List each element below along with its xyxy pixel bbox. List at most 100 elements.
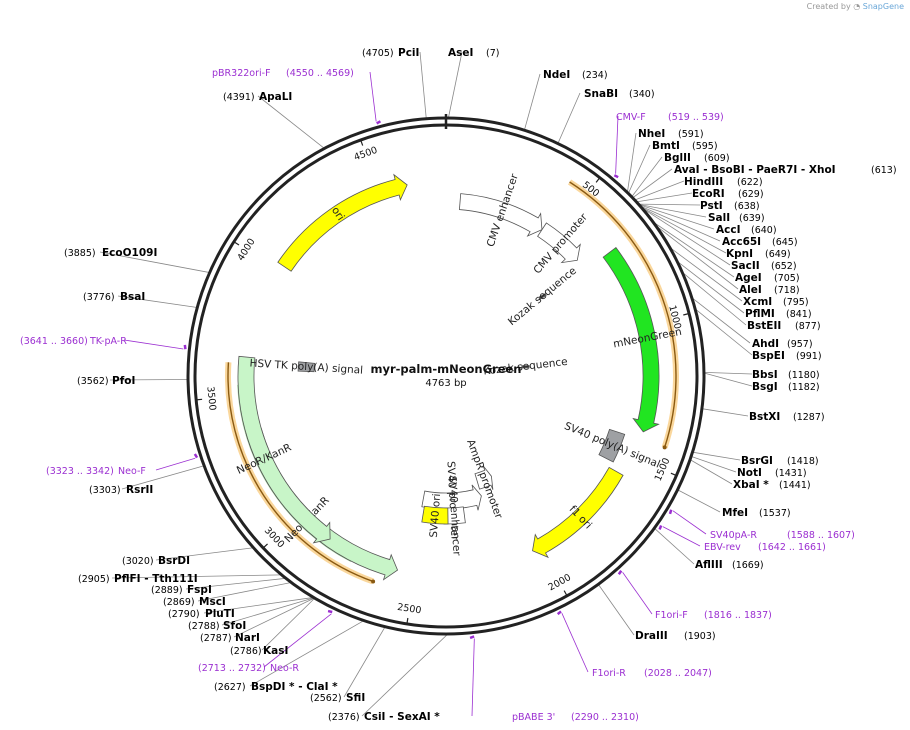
restriction-site[interactable]: BsgI(1182): [752, 381, 820, 393]
primer[interactable]: CMV-F(519 .. 539): [613, 112, 724, 179]
feature-enhancer[interactable]: SV40 enhancer: [443, 475, 466, 557]
site-name: FspI: [187, 584, 212, 596]
restriction-site[interactable]: NdeI(234): [543, 69, 608, 81]
feature-misc[interactable]: Kozak sequence: [506, 265, 579, 328]
feature-label: AmpR promoter: [464, 438, 505, 521]
restriction-site[interactable]: SfiI(2562): [310, 692, 365, 704]
primer[interactable]: EBV-rev(1642 .. 1661): [658, 525, 826, 553]
restriction-site[interactable]: BspDI * - ClaI *(2627): [214, 681, 338, 693]
site-position: (957): [787, 339, 813, 350]
restriction-site[interactable]: AseI(7): [448, 47, 499, 59]
feature-label: SV40 ori: [428, 493, 443, 538]
restriction-site[interactable]: BglII(609): [664, 152, 730, 164]
orf-arc-head: [662, 445, 667, 450]
restriction-site[interactable]: MscI(2869): [163, 596, 226, 608]
restriction-site[interactable]: MfeI(1537): [722, 507, 791, 519]
restriction-site[interactable]: AgeI(705): [735, 272, 800, 284]
restriction-site[interactable]: BsaI(3776): [83, 291, 145, 303]
restriction-site[interactable]: BsrGI(1418): [741, 455, 819, 467]
site-leader: [691, 456, 737, 473]
restriction-site[interactable]: BbsI(1180): [752, 369, 820, 381]
primer-name: F1ori-R: [592, 668, 626, 679]
primer[interactable]: pBABE 3'(2290 .. 2310): [469, 635, 639, 723]
primer[interactable]: F1ori-F(1816 .. 1837): [617, 570, 772, 621]
restriction-site[interactable]: HindIII(622): [684, 176, 763, 188]
site-leader-lines: [99, 51, 753, 717]
restriction-site[interactable]: CsiI - SexAI *(2376): [328, 711, 440, 723]
restriction-site[interactable]: PflMI(841): [745, 308, 812, 320]
restriction-site[interactable]: NotI(1431): [737, 467, 807, 479]
primer-range: (2028 .. 2047): [644, 668, 712, 679]
restriction-site[interactable]: BspEI(991): [752, 350, 822, 362]
restriction-site[interactable]: SalI(639): [708, 212, 765, 224]
primer-leader: [471, 638, 475, 717]
site-leader: [626, 132, 637, 193]
site-name: KasI: [263, 645, 288, 657]
feature-promoter[interactable]: AmpR promoter: [464, 438, 505, 521]
restriction-site[interactable]: AhdI(957): [752, 338, 813, 350]
site-leader: [597, 584, 635, 636]
primer[interactable]: TK-pA-R(3641 .. 3660): [20, 336, 187, 350]
site-leader: [109, 379, 189, 381]
site-name: SnaBI: [584, 88, 618, 100]
primer[interactable]: pBR322ori-F(4550 .. 4569): [212, 68, 382, 125]
credit-prefix: Created by: [806, 2, 851, 11]
restriction-site[interactable]: PciI(4705): [362, 47, 419, 59]
feature-ori[interactable]: ori: [277, 173, 408, 272]
restriction-site[interactable]: XcmI(795): [743, 296, 809, 308]
restriction-site[interactable]: FspI(2889): [151, 584, 212, 596]
restriction-site[interactable]: PluTI(2790): [168, 608, 235, 620]
primer-leader: [369, 71, 377, 122]
restriction-site[interactable]: KpnI(649): [726, 248, 791, 260]
restriction-site[interactable]: KasI(2786): [230, 645, 288, 657]
restriction-site[interactable]: PflFI - Tth111I(2905): [78, 573, 198, 585]
restriction-site[interactable]: AvaI - BsoBI - PaeR7I - XhoI(613): [674, 164, 897, 176]
site-position: (640): [751, 225, 777, 236]
feature-enhancer[interactable]: CMV enhancer: [458, 172, 543, 249]
feature-ori[interactable]: SV40 ori: [421, 493, 449, 538]
primer-mark: [183, 344, 187, 350]
restriction-site[interactable]: SfoI(2788): [188, 620, 246, 632]
restriction-site[interactable]: AleI(718): [739, 284, 800, 296]
restriction-site[interactable]: BstEII(877): [747, 320, 821, 332]
restriction-site[interactable]: Acc65I(645): [722, 236, 798, 248]
restriction-site[interactable]: RsrII(3303): [89, 484, 153, 496]
restriction-site[interactable]: EcoRI(629): [692, 188, 764, 200]
primer[interactable]: SV40pA-R(1588 .. 1607): [668, 509, 855, 541]
restriction-site[interactable]: EcoO109I(3885): [64, 247, 157, 259]
restriction-site[interactable]: PstI(638): [700, 200, 760, 212]
site-leader: [361, 633, 449, 717]
primer[interactable]: Neo-R(2713 .. 2732): [198, 609, 333, 674]
feature-cds[interactable]: mNeonGreen: [602, 246, 683, 433]
tick-mark: [196, 398, 203, 401]
site-name: BstXI: [749, 411, 780, 423]
backbone-ring: [186, 116, 706, 636]
site-position: (649): [765, 249, 791, 260]
feature-ori[interactable]: f1 ori: [532, 466, 624, 559]
restriction-site[interactable]: DraIII(1903): [635, 630, 716, 642]
restriction-site[interactable]: SnaBI(340): [584, 88, 655, 100]
primer-range: (519 .. 539): [668, 112, 724, 123]
primer-mark: [469, 635, 475, 640]
restriction-site[interactable]: SacII(652): [731, 260, 797, 272]
restriction-site[interactable]: AflIII(1669): [695, 559, 764, 571]
site-position: (1418): [787, 456, 819, 467]
restriction-site[interactable]: ApaLI(4391): [223, 91, 292, 103]
feature-shape: [277, 173, 408, 272]
restriction-site[interactable]: PfoI(3562): [77, 375, 135, 387]
restriction-site[interactable]: NheI(591): [638, 128, 704, 140]
restriction-site[interactable]: BsrDI(3020): [122, 555, 190, 567]
restriction-site[interactable]: NarI(2787): [200, 632, 260, 644]
restriction-site[interactable]: AccI(640): [716, 224, 777, 236]
site-position: (3303): [89, 485, 121, 496]
site-position: (1287): [793, 412, 825, 423]
restriction-site[interactable]: BstXI (1287): [749, 411, 825, 423]
site-name: PfoI: [112, 375, 135, 387]
feature-polyA[interactable]: HSV TK poly(A) signal: [249, 357, 363, 376]
primer[interactable]: F1ori-R (2028 .. 2047): [556, 610, 712, 679]
primer-leader: [662, 526, 701, 547]
site-leader: [689, 459, 733, 485]
restriction-site[interactable]: XbaI *(1441): [733, 479, 811, 491]
primer[interactable]: Neo-F(3323 .. 3342): [46, 453, 199, 477]
restriction-site[interactable]: BmtI(595): [652, 140, 718, 152]
